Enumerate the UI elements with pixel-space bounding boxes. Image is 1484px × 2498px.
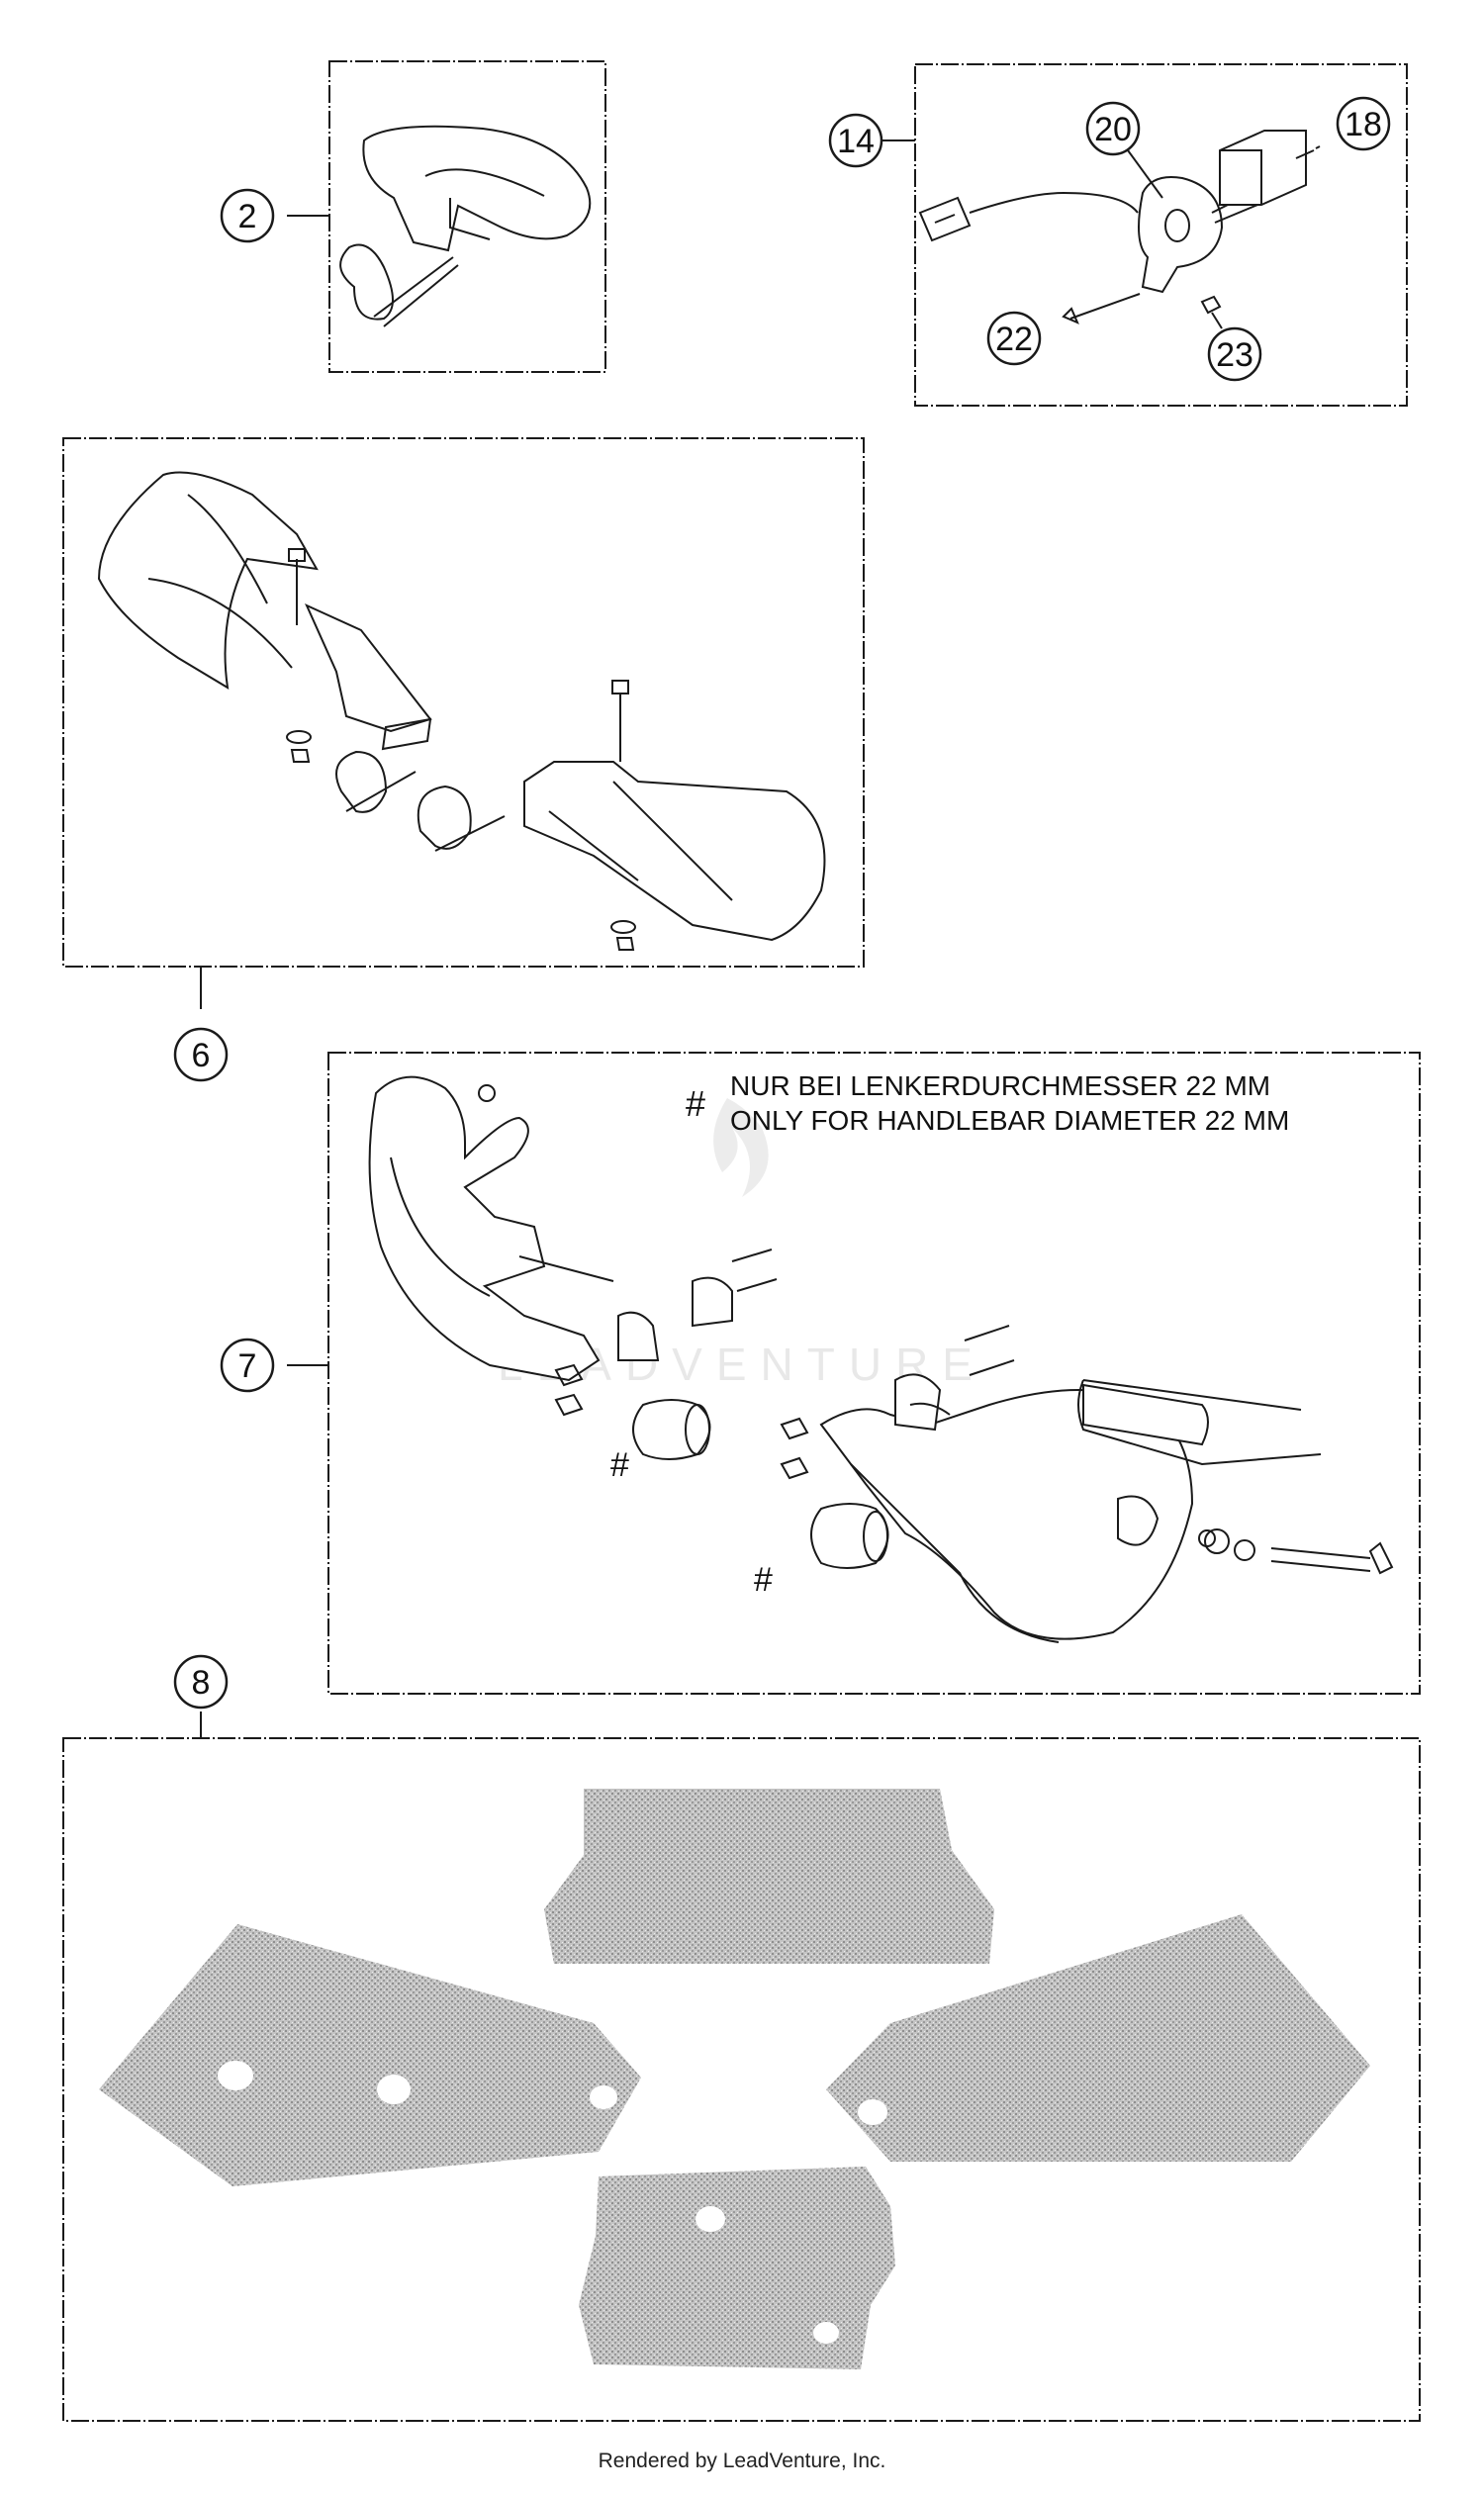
right-handguard-clamp [819, 1389, 1194, 1640]
screw-18 [1295, 145, 1321, 159]
cable-tie-right [417, 785, 506, 852]
left-handguard [97, 471, 319, 690]
spacer-marker-right: # [754, 1561, 773, 1599]
left-handguard-clamp [368, 1075, 601, 1382]
spacer-left [632, 1399, 711, 1460]
callouts: 2 14 20 18 22 23 6 7 8 [173, 96, 1391, 1710]
callout-7: 7 [238, 1347, 257, 1385]
callout-20: 20 [1094, 111, 1132, 148]
panel-item-2 [287, 60, 606, 373]
wire [969, 191, 1139, 214]
decal-right [826, 1914, 1370, 2162]
callout-14: 14 [837, 123, 875, 160]
bar-end-tube [1082, 1383, 1209, 1446]
callout-2: 2 [238, 198, 257, 235]
cable-tie [339, 243, 394, 321]
callout-23: 23 [1216, 336, 1253, 374]
handguard-cover [362, 125, 592, 252]
switch-body [1138, 176, 1224, 294]
callout-22: 22 [995, 321, 1033, 358]
callout-18: 18 [1345, 106, 1382, 143]
cable-tie-left [335, 750, 417, 813]
right-handguard [523, 761, 826, 942]
screw-22 [1062, 293, 1141, 324]
decal-bottom [579, 2167, 895, 2369]
spacer-right [810, 1503, 889, 1569]
note-marker: # [686, 1083, 705, 1124]
decal-left [99, 1924, 641, 2186]
note-line-de: NUR BEI LENKERDURCHMESSER 22 MM [730, 1070, 1270, 1101]
footer-credit: Rendered by LeadVenture, Inc. [598, 2450, 886, 2472]
panel-item-6 [62, 437, 865, 1009]
callout-8: 8 [192, 1664, 211, 1702]
connector [918, 196, 972, 242]
nut-23 [1200, 295, 1222, 315]
panel-item-8 [62, 1712, 1421, 2422]
callout-6: 6 [192, 1037, 211, 1074]
panel-item-14 [881, 63, 1408, 407]
long-bolt [1270, 1541, 1394, 1575]
decal-top [544, 1789, 994, 1964]
note-line-en: ONLY FOR HANDLEBAR DIAMETER 22 MM [730, 1105, 1289, 1136]
notes: # NUR BEI LENKERDURCHMESSER 22 MM ONLY F… [610, 1070, 1289, 1599]
clamp-left [617, 1276, 733, 1361]
push-button [1219, 130, 1307, 206]
panel-item-7 [287, 1052, 1421, 1695]
spacer-marker-left: # [610, 1446, 629, 1484]
